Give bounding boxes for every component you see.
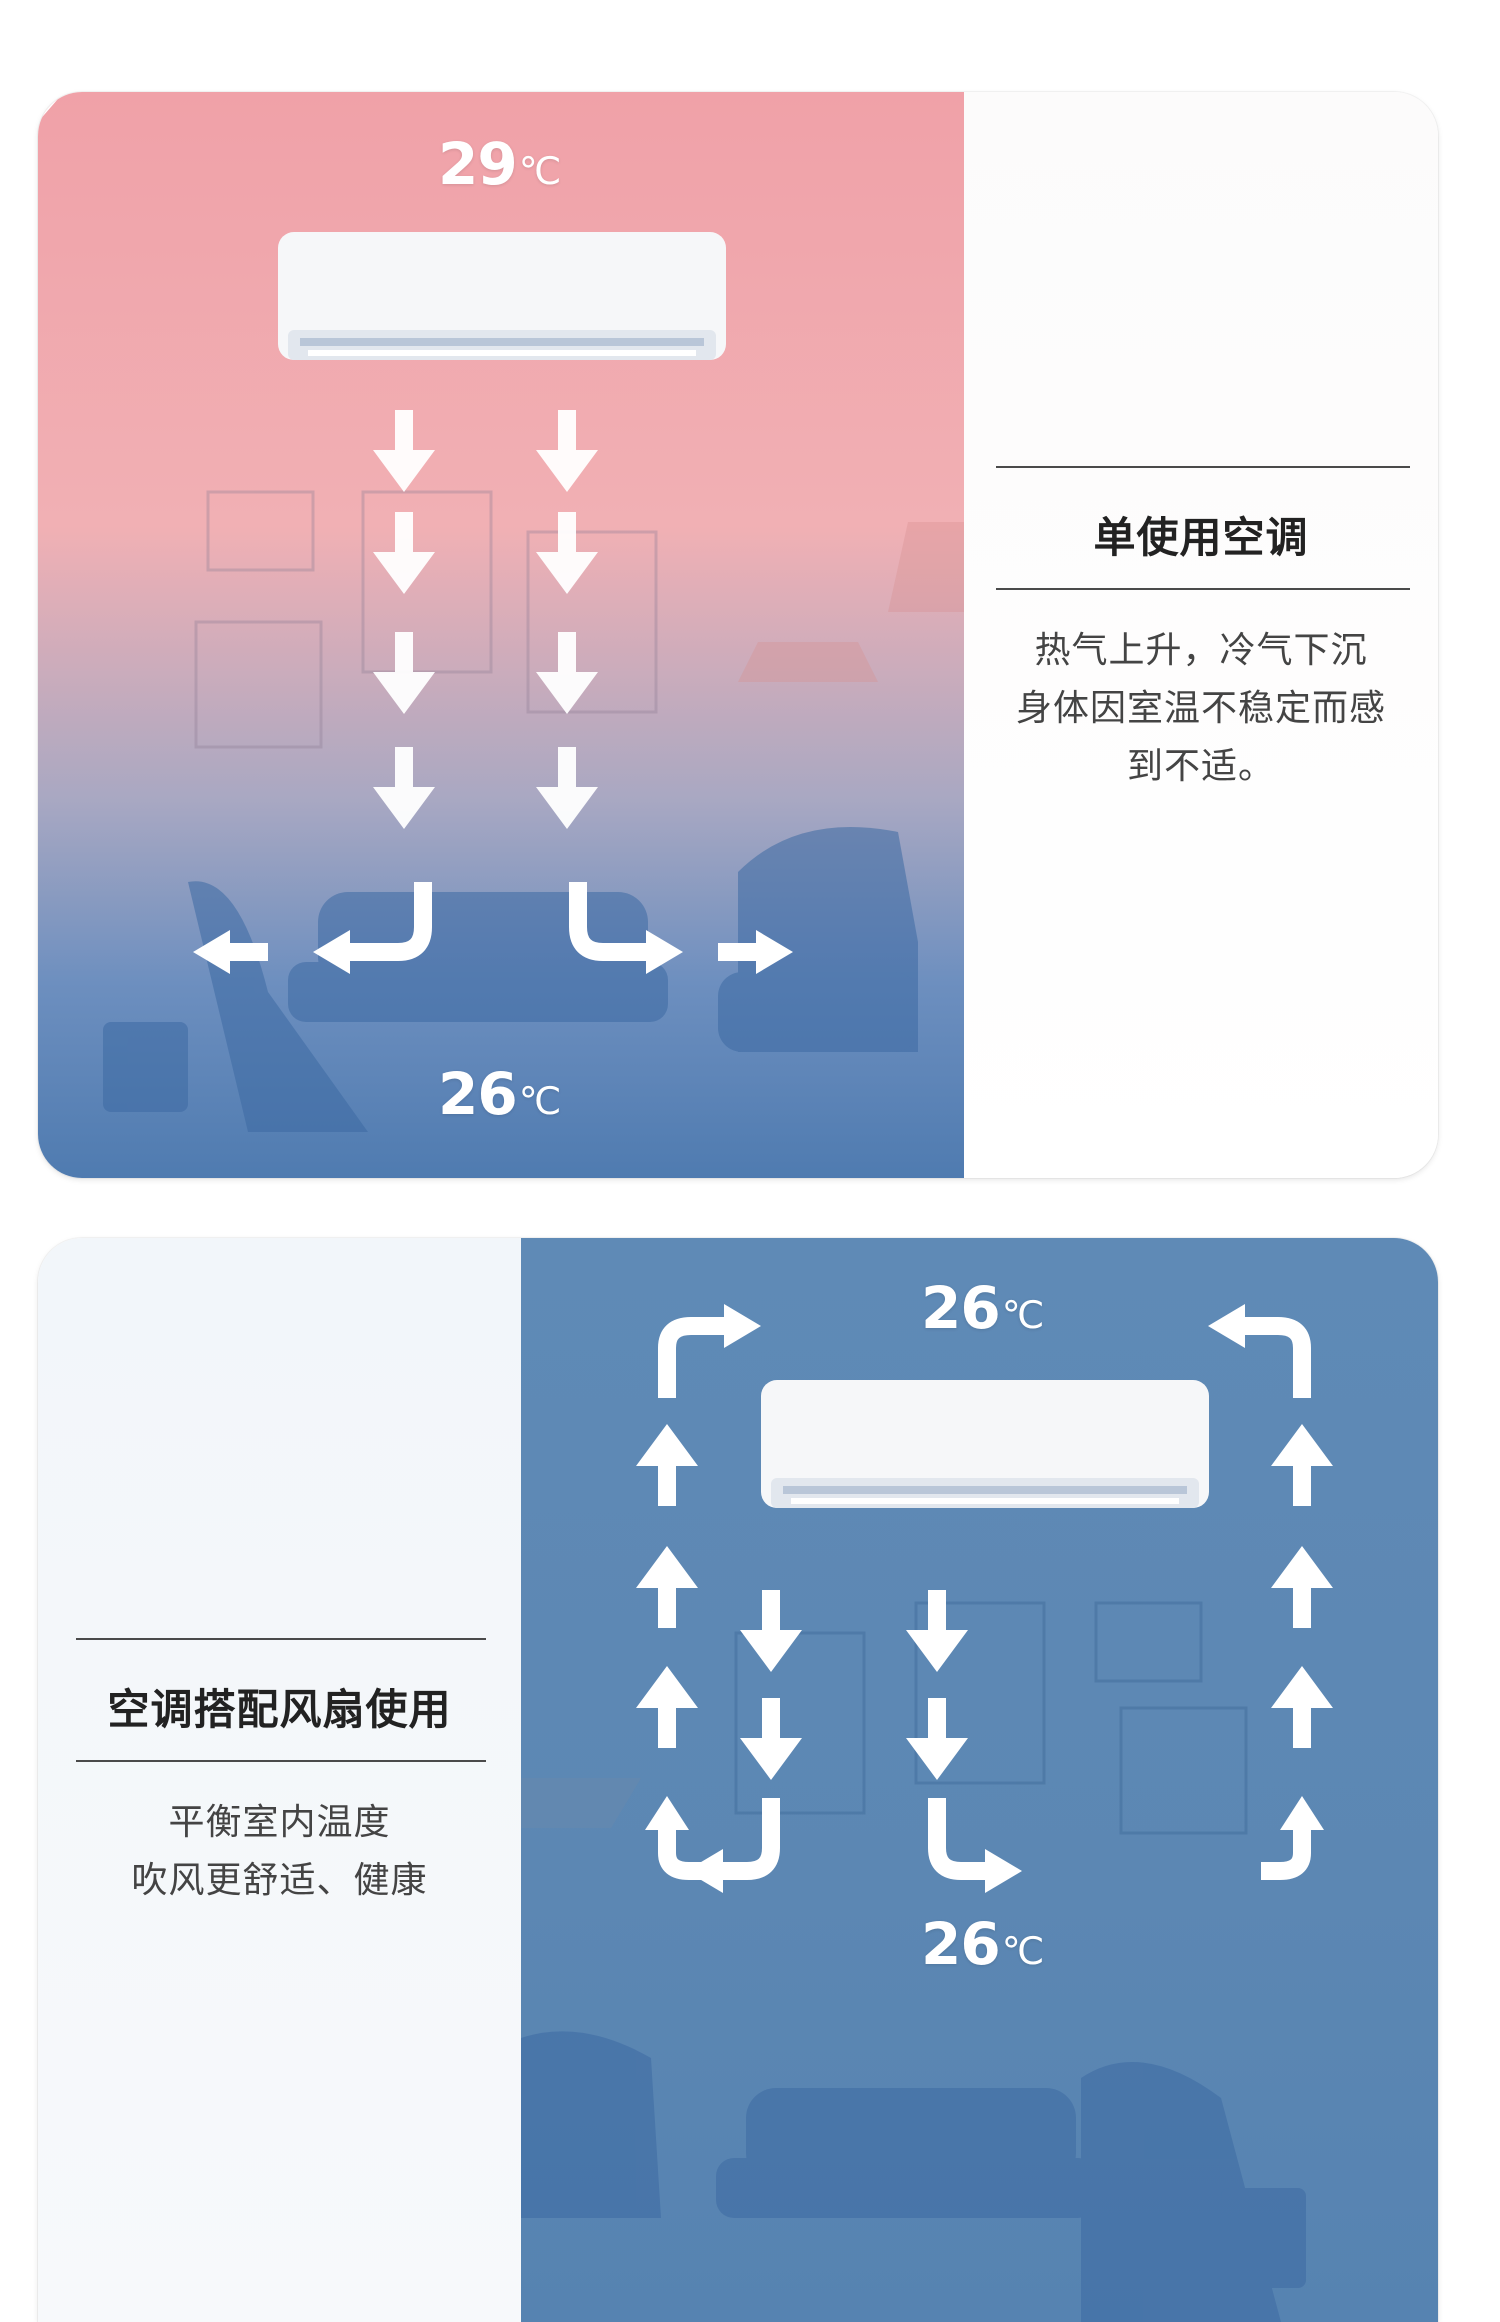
ac-fan-text-panel: 空调搭配风扇使用 平衡室内温度 吹风更舒适、健康 — [38, 1238, 521, 2322]
description-line: 到不适。 — [1126, 746, 1275, 787]
temperature-unit: ℃ — [518, 149, 562, 193]
description-line: 身体因室温不稳定而感 — [1015, 688, 1386, 729]
air-conditioner-icon — [761, 1380, 1209, 1508]
top-temperature: 26℃ — [921, 1274, 1045, 1342]
curved-arrow-icon — [228, 882, 758, 961]
description-line: 热气上升，冷气下沉 — [1034, 630, 1368, 671]
single-ac-text-panel: 单使用空调 热气上升，冷气下沉 身体因室温不稳定而感 到不适。 — [964, 92, 1438, 1178]
curved-arrow-icon — [658, 1317, 1311, 1880]
divider-top — [76, 1638, 486, 1640]
section-title: 空调搭配风扇使用 — [107, 1685, 452, 1734]
temperature-unit: ℃ — [518, 1079, 562, 1123]
up-arrow-icon — [636, 1424, 1333, 1748]
top-temperature-value: 26 — [921, 1274, 1001, 1342]
top-temperature: 29℃ — [438, 130, 562, 198]
room-illustration — [521, 1304, 1333, 2322]
bottom-temperature-value: 26 — [438, 1060, 518, 1128]
section-description: 热气上升，冷气下沉 身体因室温不稳定而感 到不适。 — [964, 622, 1438, 796]
top-temperature-value: 29 — [438, 130, 518, 198]
down-arrow-icon — [38, 92, 64, 122]
section-title: 单使用空调 — [1093, 513, 1309, 562]
description-line: 吹风更舒适、健康 — [131, 1860, 428, 1901]
temperature-unit: ℃ — [1001, 1929, 1045, 1973]
bottom-temperature: 26℃ — [921, 1910, 1045, 1978]
bottom-temperature: 26℃ — [438, 1060, 562, 1128]
divider-bottom — [996, 588, 1410, 590]
air-conditioner-icon — [278, 232, 726, 360]
section-description: 平衡室内温度 吹风更舒适、健康 — [38, 1794, 521, 1910]
divider-bottom — [76, 1760, 486, 1762]
down-arrow-icon — [740, 1590, 968, 1780]
divider-top — [996, 466, 1410, 468]
single-ac-scene: 29℃ 26℃ — [38, 92, 964, 1178]
bottom-temperature-value: 26 — [921, 1910, 1001, 1978]
description-line: 平衡室内温度 — [168, 1802, 391, 1843]
ac-fan-card: 空调搭配风扇使用 平衡室内温度 吹风更舒适、健康 — [38, 1238, 1438, 2322]
single-ac-card: 29℃ 26℃ 单使用空调 热气上升，冷气下沉 身体因室温不稳定而感 到不适。 — [38, 92, 1438, 1178]
room-illustration — [38, 92, 964, 1132]
temperature-unit: ℃ — [1001, 1293, 1045, 1337]
ac-fan-scene: 26℃ 26℃ — [521, 1238, 1438, 2322]
